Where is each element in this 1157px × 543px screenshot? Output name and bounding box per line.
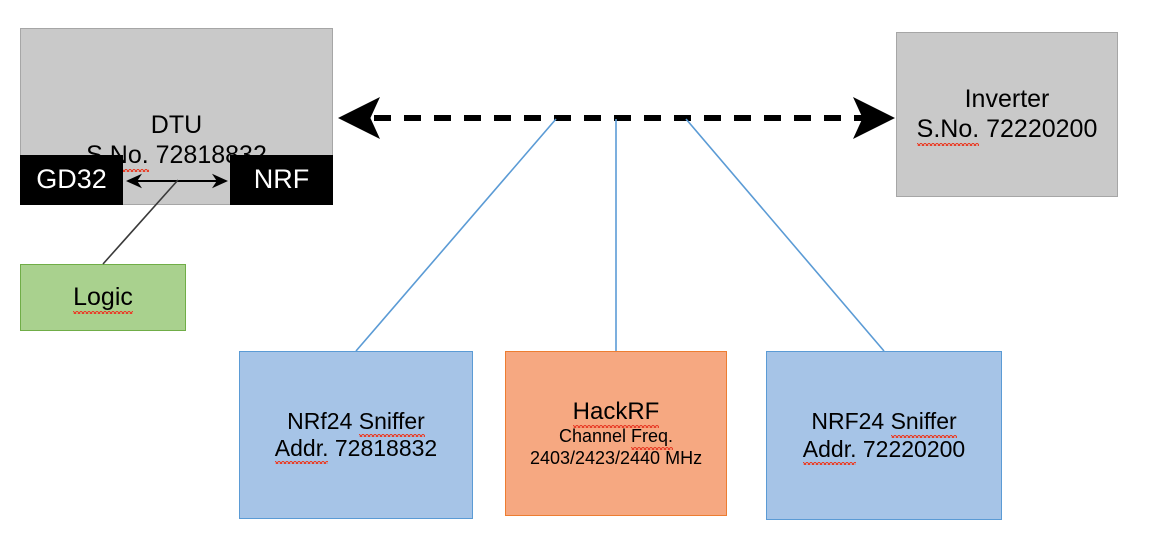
- inverter-node[interactable]: Inverter S.No. 72220200: [896, 32, 1118, 197]
- gd32-node[interactable]: GD32: [20, 155, 123, 205]
- inverter-serial-prefix: S.No.: [916, 114, 980, 146]
- sniffer-right-title: NRF24 Sniffer: [811, 408, 957, 438]
- hackrf-channel-label: Channel Freq.: [558, 426, 674, 450]
- sniffer-left-title-model: NRf24: [287, 407, 359, 434]
- inverter-title: Inverter: [964, 85, 1050, 113]
- logic-node[interactable]: Logic: [20, 264, 186, 331]
- hackrf-channel-word: Channel: [558, 426, 627, 447]
- nrf-node[interactable]: NRF: [230, 155, 333, 205]
- hackrf-title-label: HackRF: [572, 398, 660, 429]
- sniffer-right-addr-value: 72220200: [862, 435, 966, 462]
- sniffer-left-title: NRf24 Sniffer: [287, 407, 425, 438]
- sniffer-left-addr-value: 72818832: [334, 435, 438, 461]
- dtu-title: DTU: [150, 111, 203, 139]
- sniffer-left-addr-prefix: Addr.: [274, 435, 329, 465]
- tap-line-left: [355, 118, 557, 352]
- dtu-serial-number-spacer: [149, 141, 156, 169]
- gd32-label: GD32: [36, 164, 107, 195]
- sniffer-right-addr-prefix: Addr.: [802, 435, 857, 465]
- sniffer-right-title-word: Sniffer: [890, 408, 957, 438]
- tap-line-right: [685, 118, 885, 352]
- nrf-label: NRF: [253, 164, 310, 195]
- inverter-serial: S.No. 72220200: [916, 114, 1098, 146]
- sniffer-left-title-word: Sniffer: [358, 407, 425, 438]
- sniffer-right-addr: Addr. 72220200: [802, 435, 966, 465]
- hackrf-title: HackRF: [572, 398, 660, 429]
- sniffer-right-node[interactable]: NRF24 Sniffer Addr. 72220200: [766, 351, 1002, 520]
- sniffer-right-title-model: NRF24: [811, 408, 891, 435]
- hackrf-node[interactable]: HackRF Channel Freq. 2403/2423/2440 MHz: [505, 351, 727, 516]
- sniffer-left-node[interactable]: NRf24 Sniffer Addr. 72818832: [239, 351, 473, 519]
- inverter-serial-number: 72220200: [986, 114, 1098, 143]
- hackrf-freq-word: Freq.: [631, 426, 674, 450]
- sniffer-left-addr: Addr. 72818832: [274, 435, 438, 465]
- logic-label: Logic: [73, 282, 133, 314]
- hackrf-frequencies: 2403/2423/2440 MHz: [529, 447, 703, 468]
